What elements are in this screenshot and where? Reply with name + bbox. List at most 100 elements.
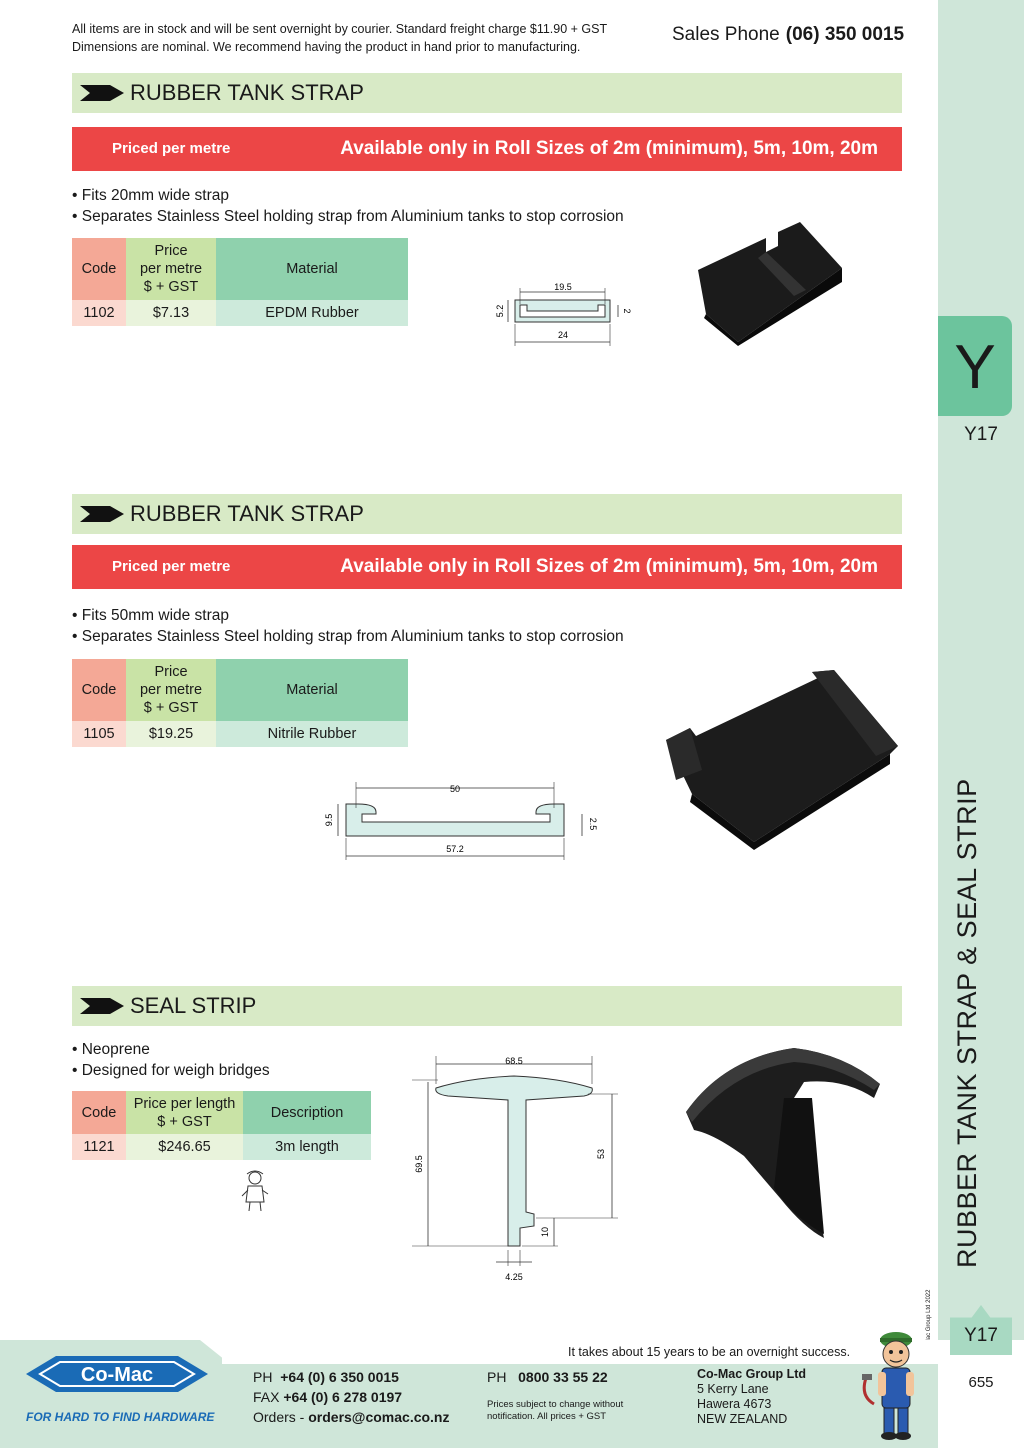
comac-logo[interactable]: Co-Mac: [26, 1352, 208, 1396]
phone-label: PH: [253, 1369, 273, 1385]
dim-label: 68.5: [505, 1056, 523, 1066]
address-line: NEW ZEALAND: [697, 1412, 788, 1426]
feature-item: • Separates Stainless Steel holding stra…: [72, 208, 624, 225]
logo-tagline: FOR HARD TO FIND HARDWARE: [26, 1410, 215, 1424]
dim-label: 53: [596, 1149, 606, 1159]
section-2-header: RUBBER TANK STRAP: [72, 494, 902, 534]
section-2-profile-diagram: 50 9.5 2.5 57.2: [324, 782, 598, 860]
section-1-profile-diagram: 19.5 5.2 2 24: [495, 282, 632, 346]
col-header-code: Code: [72, 659, 126, 721]
freephone-block: PH 0800 33 55 22: [487, 1367, 608, 1387]
section-letter: Y: [954, 333, 996, 402]
dim-label: 10: [540, 1227, 550, 1237]
arrow-icon: [80, 85, 124, 101]
col-header-material: Material: [216, 238, 408, 300]
feature-item: • Designed for weigh bridges: [72, 1062, 270, 1079]
dim-label: 4.25: [505, 1272, 523, 1282]
company-name: Co-Mac Group Ltd: [697, 1367, 807, 1381]
priced-per-metre: Priced per metre: [112, 140, 231, 157]
company-address: Co-Mac Group Ltd 5 Kerry Lane Hawera 467…: [697, 1367, 806, 1427]
page-code-top: Y17: [964, 424, 998, 445]
arrow-icon: [80, 506, 124, 522]
price-disclaimer: Prices subject to change without notific…: [487, 1399, 624, 1422]
section-3-header: SEAL STRIP: [72, 986, 902, 1026]
cell-code: 1105: [72, 721, 126, 747]
dim-label: 50: [450, 784, 460, 794]
logo-text: Co-Mac: [81, 1364, 153, 1386]
section-1-title: RUBBER TANK STRAP: [130, 80, 364, 105]
mascot-icon: [862, 1332, 914, 1440]
col-header-code: Code: [72, 238, 126, 300]
section-3-title: SEAL STRIP: [130, 993, 257, 1018]
dim-label: 2: [622, 308, 632, 313]
dim-label: 19.5: [554, 282, 572, 292]
col-header-material: Material: [216, 659, 408, 721]
feature-item: • Neoprene: [72, 1041, 150, 1058]
section-1-header: RUBBER TANK STRAP: [72, 73, 902, 113]
feature-item: • Fits 50mm wide strap: [72, 607, 230, 624]
notice-line-2: Dimensions are nominal. We recommend hav…: [72, 40, 581, 54]
cell-description: 3m length: [243, 1134, 371, 1160]
section-letter-tab[interactable]: Y: [938, 316, 1012, 416]
section-2-title: RUBBER TANK STRAP: [130, 501, 364, 526]
dim-label: 5.2: [495, 305, 505, 318]
address-line: 5 Kerry Lane: [697, 1382, 769, 1396]
footer-tagline-strip: [222, 1340, 938, 1364]
dim-label: 69.5: [414, 1155, 424, 1173]
dim-label: 24: [558, 330, 568, 340]
table-row[interactable]: 1105 $19.25 Nitrile Rubber: [72, 721, 408, 747]
section-3-price-table: Code Price per length$ + GST Description…: [72, 1091, 371, 1160]
vertical-page-title: RUBBER TANK STRAP & SEAL STRIP: [952, 778, 982, 1268]
dim-label: 57.2: [446, 844, 464, 854]
cell-code: 1102: [72, 300, 126, 326]
cell-price: $19.25: [126, 721, 216, 747]
dim-label: 2.5: [588, 818, 598, 831]
section-2-product-photo: [666, 670, 898, 850]
cell-material: Nitrile Rubber: [216, 721, 408, 747]
cell-price: $7.13: [126, 300, 216, 326]
dim-label: 9.5: [324, 814, 334, 827]
feature-item: • Separates Stainless Steel holding stra…: [72, 628, 624, 645]
sales-phone: Sales Phone(06) 350 0015: [672, 24, 904, 46]
cell-price: $246.65: [126, 1134, 243, 1160]
page-number: 655: [968, 1374, 994, 1391]
freephone-label: PH: [487, 1369, 507, 1385]
section-1-product-photo: [698, 222, 842, 346]
orders-email[interactable]: orders@comac.co.nz: [308, 1409, 450, 1425]
sales-phone-label: Sales Phone: [672, 24, 780, 45]
fax-label: FAX: [253, 1389, 280, 1405]
feature-item: • Fits 20mm wide strap: [72, 187, 230, 204]
page-code-bottom-label: Y17: [964, 1325, 998, 1346]
section-3-profile-diagram: 68.5 69.5 53 10 4.25: [412, 1056, 618, 1282]
orders-label: Orders -: [253, 1409, 305, 1425]
col-header-description: Description: [243, 1091, 371, 1134]
section-2-features: • Fits 50mm wide strap • Separates Stain…: [72, 605, 624, 647]
priced-per-metre: Priced per metre: [112, 558, 231, 575]
section-3-features: • Neoprene • Designed for weigh bridges: [72, 1039, 270, 1081]
roll-size-availability: Available only in Roll Sizes of 2m (mini…: [340, 138, 878, 159]
sales-phone-number[interactable]: (06) 350 0015: [785, 24, 905, 45]
address-line: Hawera 4673: [697, 1397, 772, 1411]
section-3-product-photo: [686, 1048, 880, 1238]
cell-code: 1121: [72, 1134, 126, 1160]
footer-tagline: It takes about 15 years to be an overnig…: [568, 1345, 851, 1359]
section-1-features: • Fits 20mm wide strap • Separates Stain…: [72, 185, 624, 227]
arrow-icon: [80, 998, 124, 1014]
table-row[interactable]: 1121 $246.65 3m length: [72, 1134, 371, 1160]
fax-number[interactable]: +64 (0) 6 278 0197: [283, 1389, 403, 1405]
phone-number[interactable]: +64 (0) 6 350 0015: [280, 1369, 399, 1385]
contact-block: PH +64 (0) 6 350 0015 FAX +64 (0) 6 278 …: [253, 1367, 450, 1427]
cell-material: EPDM Rubber: [216, 300, 408, 326]
section-2-price-bar: Priced per metre Available only in Roll …: [72, 545, 902, 589]
mascot-sketch-icon: [241, 1170, 269, 1212]
col-header-price: Price per length$ + GST: [126, 1091, 243, 1134]
notice-line-1: All items are in stock and will be sent …: [72, 22, 608, 36]
sidebar: [938, 0, 1024, 1340]
table-row[interactable]: 1102 $7.13 EPDM Rubber: [72, 300, 408, 326]
col-header-code: Code: [72, 1091, 126, 1134]
freephone-number[interactable]: 0800 33 55 22: [518, 1369, 608, 1385]
